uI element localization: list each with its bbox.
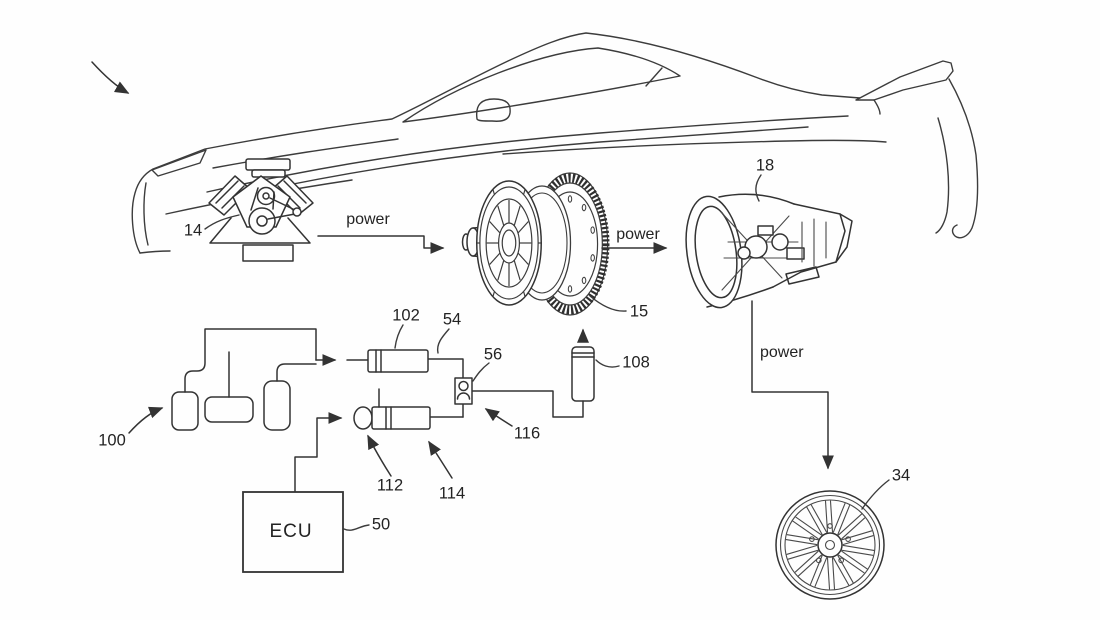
wheel-ref-label: 34 xyxy=(892,466,910,484)
valve-ref-label: 56 xyxy=(484,345,502,363)
bell-housing-inner xyxy=(694,205,738,299)
master-cylinder-ref-leader xyxy=(394,324,404,349)
power-label-engine-clutch: power xyxy=(346,211,390,228)
actuator-ref-label: 112 xyxy=(377,476,403,494)
clutch-ref-label: 15 xyxy=(630,302,648,320)
engine-ref-label: 14 xyxy=(184,221,202,239)
side-mirror xyxy=(475,98,511,122)
quarter-window-divider xyxy=(645,67,663,87)
wheel-ref-leader xyxy=(861,479,890,510)
headlight xyxy=(151,149,207,177)
transmission-ribs xyxy=(801,218,827,267)
engine xyxy=(208,158,314,262)
engine-mount xyxy=(209,217,311,244)
front-lower-edge xyxy=(139,250,171,254)
front-bumper-seam xyxy=(143,182,149,246)
clutch-pedal-linkage xyxy=(184,328,317,393)
wheel-rim-outer xyxy=(779,494,881,596)
conduit-master-to-valve xyxy=(427,358,464,379)
reservoir-cap-lines xyxy=(571,352,595,358)
pedals-ref-label: 100 xyxy=(98,431,126,449)
side-glass xyxy=(402,47,681,123)
pedal-assembly xyxy=(171,328,337,431)
power-label-transmission-wheel: power xyxy=(760,344,804,361)
ecu-ref-leader xyxy=(343,524,370,531)
figure-intro-arrow xyxy=(91,61,130,94)
hydraulic-lines xyxy=(427,358,584,418)
conduit-valve-to-reservoir xyxy=(471,390,584,418)
wheel xyxy=(775,490,885,600)
clutch-ref-leader xyxy=(589,295,627,312)
reservoir xyxy=(571,346,595,402)
clutch-pressure-plate xyxy=(476,181,542,305)
rear-wing xyxy=(855,60,954,101)
ecu-box xyxy=(242,491,344,573)
master-cylinder xyxy=(346,349,429,373)
valve-lower-arc xyxy=(456,392,471,400)
transmission-gear-2 xyxy=(771,233,789,251)
engine-ref-leader xyxy=(204,214,240,230)
engine-crank-pulley xyxy=(248,207,276,235)
transmission-ref-leader xyxy=(755,174,762,202)
flywheel-ring-gear-teeth xyxy=(535,178,605,310)
transmission-gear-3 xyxy=(737,246,751,260)
transmission-mount xyxy=(785,266,820,285)
wheel-rim-inner xyxy=(784,499,876,591)
ecu-label: ECU xyxy=(269,521,312,542)
brake-pedal xyxy=(204,396,254,423)
master-cylinder-body xyxy=(367,349,429,373)
valve-pointer-label: 116 xyxy=(514,424,540,442)
valve xyxy=(454,377,473,405)
beltline-upper xyxy=(206,115,849,193)
transmission-top-edge xyxy=(718,193,795,205)
pedals-ref-arrow xyxy=(128,406,164,434)
wheel-tire-outer xyxy=(775,490,885,600)
beltline-lower xyxy=(212,126,809,202)
ecu-ref-label: 50 xyxy=(372,515,390,533)
transmission-case xyxy=(772,203,846,288)
wing-mount xyxy=(873,99,881,115)
actuator-ref-arrow xyxy=(367,434,392,477)
slave-cylinder-ref-arrow xyxy=(428,440,453,479)
accelerator-pedal xyxy=(263,380,291,431)
actuator-ball xyxy=(353,406,373,430)
power-arrow-transmission-wheel xyxy=(751,300,834,470)
power-label-clutch-transmission: power xyxy=(616,226,660,243)
wheel-hub xyxy=(817,532,843,558)
power-arrow-engine-clutch xyxy=(317,235,445,254)
accelerator-pedal-stem xyxy=(276,363,317,382)
conduit-ref-leader xyxy=(436,328,450,354)
engine-upper-pulley xyxy=(256,186,276,206)
car-upper-silhouette xyxy=(131,32,861,254)
engine-intake xyxy=(245,158,291,171)
rear-fascia-edge xyxy=(948,78,979,239)
engine-intake-base xyxy=(251,169,286,178)
reservoir-body xyxy=(571,346,595,402)
door-crease xyxy=(502,139,887,155)
engine-oil-pan xyxy=(242,244,294,262)
valve-ref-leader xyxy=(472,362,490,382)
reservoir-ref-label: 108 xyxy=(622,353,650,371)
slave-cylinder xyxy=(353,388,431,430)
valve-pointer-arrow xyxy=(484,408,513,427)
hood-line xyxy=(212,138,399,169)
ecu-to-actuator-wire xyxy=(294,412,343,493)
transmission-ref-label: 18 xyxy=(756,156,774,174)
master-cylinder-seals xyxy=(375,349,382,373)
slave-cylinder-body xyxy=(371,406,431,430)
rear-fascia-seam xyxy=(935,117,950,234)
conduit-ref-label: 54 xyxy=(443,310,461,328)
slave-cylinder-ref-label: 114 xyxy=(439,484,465,502)
transmission xyxy=(685,193,853,309)
reservoir-ref-leader xyxy=(595,359,620,368)
master-cylinder-ref-label: 102 xyxy=(392,306,420,324)
wheel-center-cap xyxy=(824,539,836,551)
clutch-pedal xyxy=(171,391,199,431)
valve-port-circle xyxy=(458,380,469,392)
car-body-outline xyxy=(131,32,979,254)
transmission-tail-housing xyxy=(835,213,853,263)
slave-cylinder-seals xyxy=(385,406,392,430)
clutch xyxy=(461,173,608,315)
